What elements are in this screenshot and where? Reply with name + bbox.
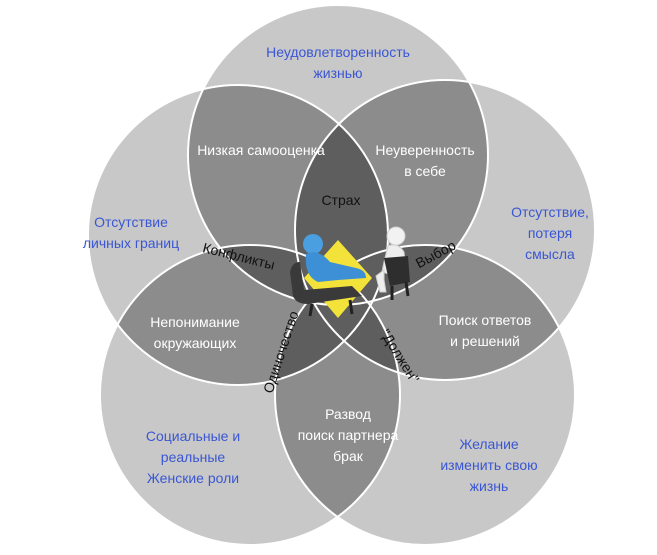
label-triple-top: Страх [321,192,361,208]
chair-shape [384,256,410,286]
couch-shape [290,262,362,304]
therapist-head [386,226,406,246]
therapist-session-icon [290,226,410,318]
label-overlap-top-left: Низкая самооценка [197,142,325,158]
patient-head [303,234,323,254]
patient-body [305,252,366,282]
